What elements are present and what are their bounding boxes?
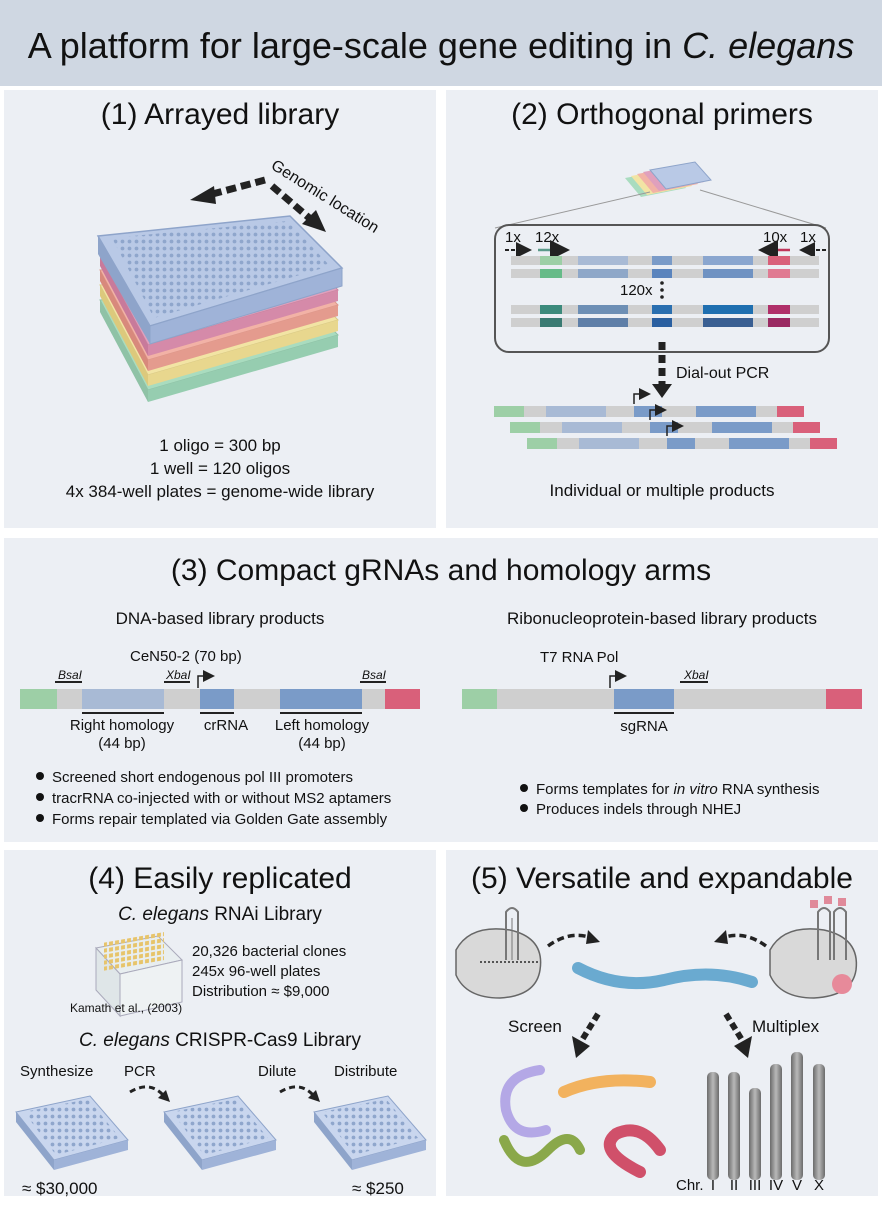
dna-construct-bar — [20, 689, 420, 709]
plate-library-line: 4x 384-well plates = genome-wide library — [66, 482, 375, 501]
multiplex-label: Multiplex — [752, 1017, 820, 1036]
rnp-construct-bar — [462, 689, 862, 709]
step-dilute: Dilute — [258, 1063, 296, 1080]
cas9-protein-right-icon — [769, 896, 858, 999]
dna-bullet-2: tracrRNA co-injected with or without MS2… — [52, 790, 391, 807]
primer-12x: 12x — [535, 229, 560, 246]
crrna-label: crRNA — [204, 717, 248, 734]
crispr-plate-1 — [15, 1095, 129, 1170]
sgrna-label: sgRNA — [620, 718, 668, 735]
panel-2-heading: (2) Orthogonal primers — [511, 98, 813, 131]
chr-1-label: I — [711, 1177, 715, 1194]
xbai-dna-label: XbaI — [165, 668, 191, 682]
primer-1x-left: 1x — [505, 229, 521, 246]
rnp-products-subtitle: Ribonucleoprotein-based library products — [507, 609, 817, 628]
left-homology-bp: (44 bp) — [298, 735, 346, 752]
cost-synthesis: ≈ $30,000 — [22, 1179, 98, 1198]
dna-bullet-1: Screened short endogenous pol III promot… — [52, 769, 353, 786]
mini-plate-stack — [625, 161, 712, 197]
right-homology-bp: (44 bp) — [98, 735, 146, 752]
panel-3-heading: (3) Compact gRNAs and homology arms — [171, 554, 711, 587]
rnai-library-title: C. elegans RNAi Library — [118, 904, 322, 925]
dna-promoter-label: CeN50-2 (70 bp) — [130, 648, 242, 665]
plate-stack-illustration — [96, 215, 344, 402]
chr-2-label: II — [730, 1177, 738, 1194]
rnp-bullet-2: Produces indels through NHEJ — [536, 801, 741, 818]
panel-5-heading: (5) Versatile and expandable — [471, 862, 853, 895]
left-homology-label: Left homology — [275, 717, 370, 734]
genomic-location-arrow — [190, 176, 326, 232]
panel-1-heading: (1) Arrayed library — [101, 98, 339, 131]
page-title: A platform for large-scale gene editing … — [28, 25, 854, 66]
cost-distribution: ≈ $250 — [352, 1179, 404, 1198]
oligo-rows-bottom — [511, 305, 819, 327]
chr-prefix: Chr. — [676, 1177, 704, 1194]
cas9-protein-left-icon — [455, 907, 542, 999]
step-distribute: Distribute — [334, 1063, 397, 1080]
panel-4-heading: (4) Easily replicated — [88, 862, 351, 895]
chr-4-label: IV — [769, 1177, 783, 1194]
rnai-plate-illustration — [95, 931, 183, 1018]
screen-label: Screen — [508, 1017, 562, 1036]
oligo-size-line: 1 oligo = 300 bp — [159, 436, 280, 455]
title-band — [0, 0, 882, 86]
step-pcr: PCR — [124, 1063, 156, 1080]
rnai-plates: 245x 96-well plates — [192, 963, 320, 980]
dial-out-pcr-label: Dial-out PCR — [676, 365, 769, 382]
bsai-right-label: BsaI — [362, 668, 387, 682]
primer-1x-right: 1x — [800, 229, 816, 246]
worm-icon — [572, 962, 758, 990]
dna-products-subtitle: DNA-based library products — [116, 609, 325, 628]
rnai-citation: Kamath et al., (2003) — [70, 1001, 182, 1015]
screen-worm-icons — [499, 1065, 666, 1178]
chr-3-label: III — [749, 1177, 762, 1194]
rnp-promoter-label: T7 RNA Pol — [540, 649, 618, 666]
panel-5-bg — [446, 850, 878, 1196]
primer-10x: 10x — [763, 229, 788, 246]
pcr-products — [494, 388, 837, 449]
chr-x-label: X — [814, 1177, 824, 1194]
oligo-rows-top — [511, 256, 819, 278]
chromosome-icons — [707, 1052, 825, 1180]
crispr-plate-2 — [163, 1095, 277, 1170]
crispr-plate-3 — [313, 1095, 427, 1170]
rnp-bullet-1: Forms templates for in vitro RNA synthes… — [536, 781, 819, 798]
right-homology-label: Right homology — [70, 717, 175, 734]
rnai-distribution-cost: Distribution ≈ $9,000 — [192, 983, 329, 1000]
oligo-count-120x: 120x — [620, 282, 653, 299]
products-caption: Individual or multiple products — [550, 481, 775, 500]
bsai-left-label: BsaI — [58, 668, 83, 682]
xbai-rnp-label: XbaI — [683, 668, 709, 682]
dna-bullet-3: Forms repair templated via Golden Gate a… — [52, 811, 388, 828]
well-oligo-line: 1 well = 120 oligos — [150, 459, 290, 478]
step-synthesize: Synthesize — [20, 1063, 93, 1080]
chr-5-label: V — [792, 1177, 802, 1194]
crispr-library-title: C. elegans CRISPR-Cas9 Library — [79, 1030, 361, 1051]
rnai-clones: 20,326 bacterial clones — [192, 943, 346, 960]
oligo-zoom-box — [494, 224, 830, 353]
